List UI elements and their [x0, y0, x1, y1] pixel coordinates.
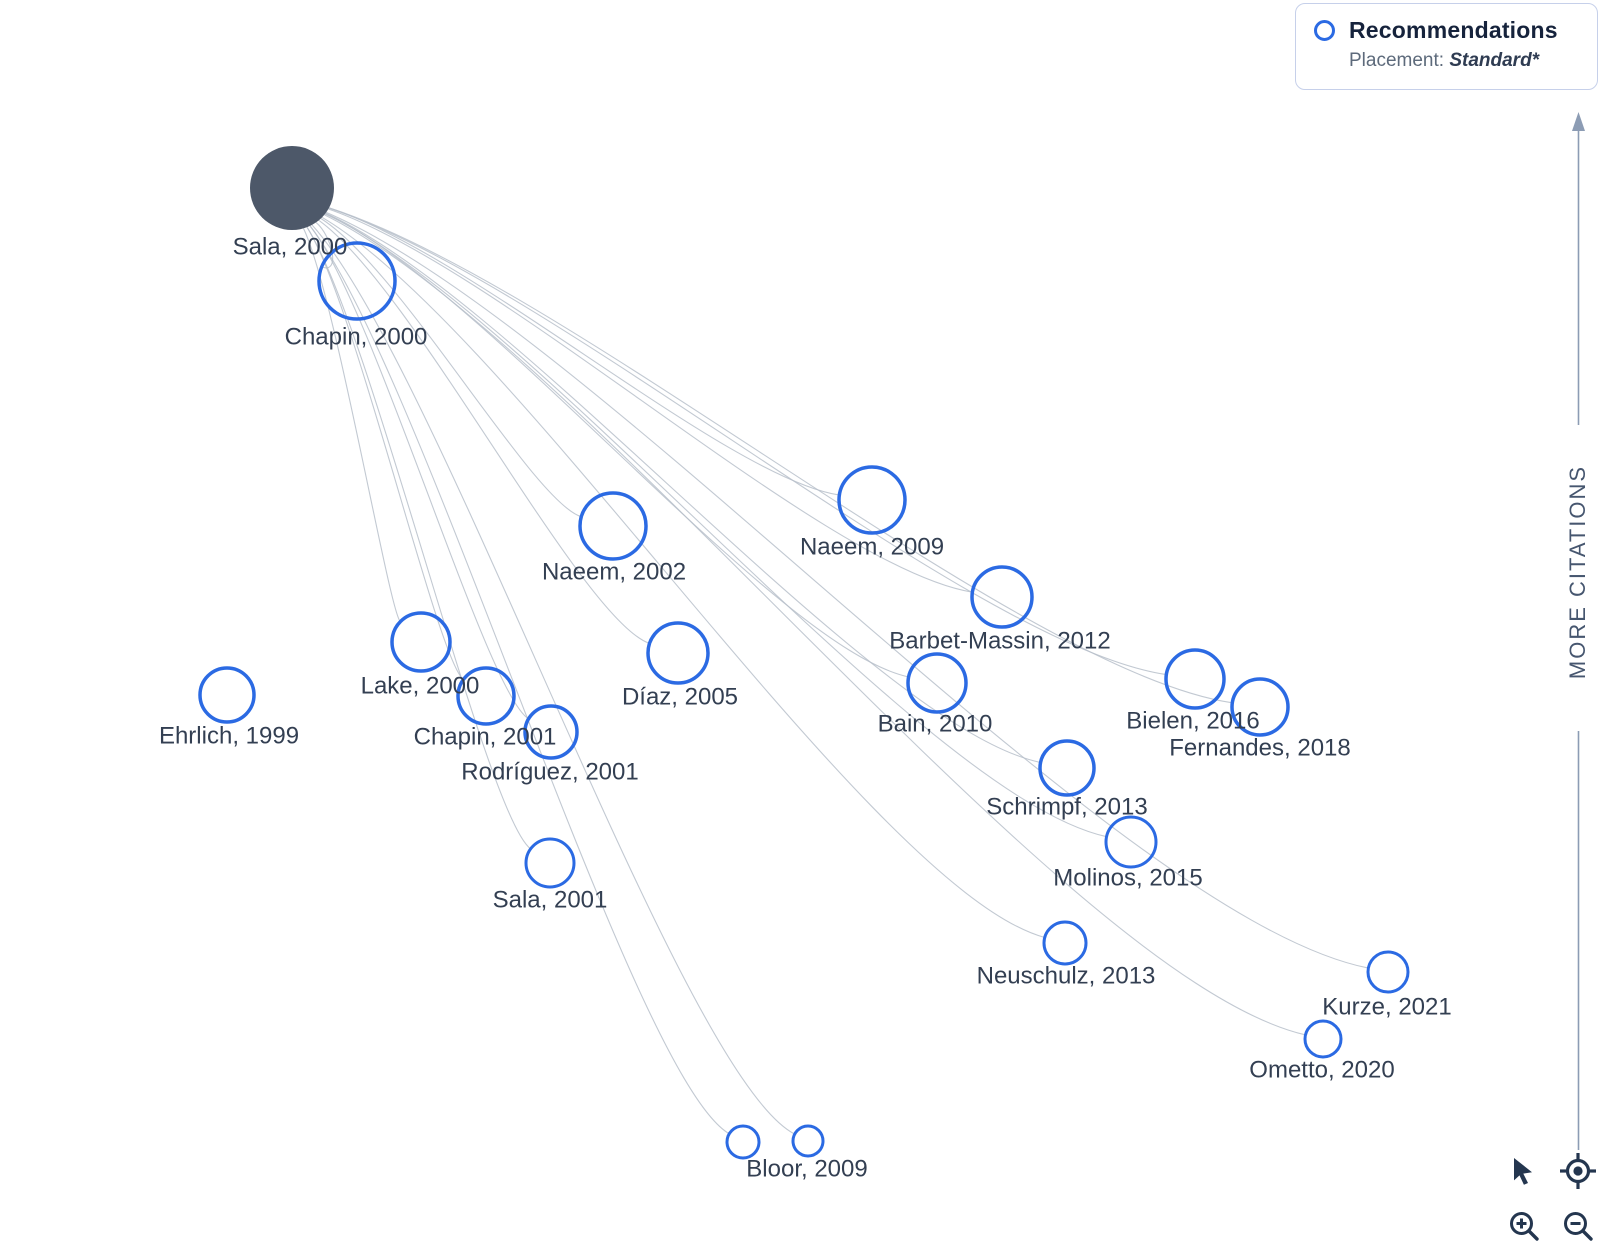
node-label-naeem-2009[interactable]: Naeem, 2009	[800, 534, 944, 561]
node-fernandes-2018[interactable]	[1230, 677, 1290, 737]
legend-placement: Placement: Standard*	[1349, 50, 1558, 72]
node-chapin-2000[interactable]	[317, 241, 397, 321]
magnifier-plus-icon	[1510, 1212, 1539, 1241]
citation-edge-neuschulz-2013	[321, 216, 1045, 939]
node-label-diaz-2005[interactable]: Díaz, 2005	[622, 684, 738, 711]
node-label-chapin-2001[interactable]: Chapin, 2001	[414, 724, 557, 751]
node-label-schrimpf-2013[interactable]: Schrimpf, 2013	[986, 794, 1147, 821]
citation-edge-schrimpf-2013	[325, 212, 1041, 764]
nodes-layer	[198, 146, 1410, 1160]
citation-edge-naeem-2002	[320, 218, 582, 518]
citation-edge-sala-2001	[306, 226, 531, 850]
citation-edge-barbet-massin-2012	[328, 208, 973, 593]
node-label-bain-2010[interactable]: Bain, 2010	[878, 711, 993, 738]
legend-text: Recommendations Placement: Standard*	[1349, 17, 1558, 72]
magnifier-minus-icon	[1564, 1212, 1593, 1241]
node-kurze-2021[interactable]	[1366, 950, 1410, 994]
zoom-in-button[interactable]	[1504, 1206, 1544, 1246]
citation-edge-molinos-2015	[324, 213, 1107, 838]
legend-placement-value: Standard*	[1449, 50, 1540, 71]
node-naeem-2002[interactable]	[578, 491, 648, 561]
node-label-fernandes-2018[interactable]: Fernandes, 2018	[1169, 735, 1350, 762]
node-molinos-2015[interactable]	[1104, 815, 1158, 869]
node-label-chapin-2000[interactable]: Chapin, 2000	[285, 324, 428, 351]
citation-edge-chapin-2001	[306, 226, 464, 680]
node-label-kurze-2021[interactable]: Kurze, 2021	[1322, 994, 1451, 1021]
node-label-bielen-2016[interactable]: Bielen, 2016	[1126, 708, 1259, 735]
citation-edge-diaz-2005	[318, 219, 650, 644]
select-tool-button[interactable]	[1503, 1151, 1543, 1191]
cursor-icon	[1514, 1158, 1532, 1185]
node-diaz-2005[interactable]	[646, 621, 710, 685]
node-label-bloor-2009[interactable]: Bloor, 2009	[746, 1156, 867, 1183]
node-neuschulz-2013[interactable]	[1042, 920, 1088, 966]
citation-edge-fernandes-2018	[328, 207, 1233, 704]
node-label-molinos-2015[interactable]: Molinos, 2015	[1053, 865, 1202, 892]
node-barbet-massin-2012[interactable]	[970, 565, 1034, 629]
node-sala-2001[interactable]	[524, 837, 576, 889]
node-naeem-2009[interactable]	[837, 465, 907, 535]
node-label-neuschulz-2013[interactable]: Neuschulz, 2013	[977, 963, 1156, 990]
node-label-rodriguez-2001[interactable]: Rodríguez, 2001	[461, 759, 638, 786]
node-unlabeled-node[interactable]	[725, 1124, 761, 1160]
citation-edge-unlabeled-node	[309, 225, 730, 1135]
node-bloor-2009[interactable]	[791, 1124, 825, 1158]
node-label-barbet-massin-2012[interactable]: Barbet-Massin, 2012	[889, 628, 1110, 655]
legend-placement-label: Placement:	[1349, 50, 1445, 71]
citation-edge-kurze-2021	[325, 211, 1369, 969]
node-label-ometto-2020[interactable]: Ometto, 2020	[1249, 1057, 1394, 1084]
citation-edge-ometto-2020	[324, 214, 1306, 1036]
node-bielen-2016[interactable]	[1164, 648, 1226, 710]
edges-layer	[303, 207, 1369, 1135]
node-chapin-2001[interactable]	[456, 666, 516, 726]
node-label-sala-2000[interactable]: Sala, 2000	[233, 234, 348, 261]
citation-edge-bielen-2016	[328, 207, 1167, 676]
node-label-naeem-2002[interactable]: Naeem, 2002	[542, 559, 686, 586]
axis-arrowhead-icon	[1572, 112, 1585, 131]
legend-title: Recommendations	[1349, 17, 1558, 43]
axis-label: MORE CITATIONS	[1565, 464, 1590, 680]
citation-edge-bain-2010	[325, 213, 909, 678]
crosshair-icon	[1560, 1153, 1596, 1189]
citation-edge-lake-2000	[303, 228, 401, 622]
recenter-button[interactable]	[1558, 1151, 1598, 1191]
node-sala-2000[interactable]	[250, 146, 334, 230]
node-lake-2000[interactable]	[390, 611, 452, 673]
zoom-out-button[interactable]	[1558, 1206, 1598, 1246]
citations-axis	[1572, 112, 1585, 1150]
node-label-ehrlich-1999[interactable]: Ehrlich, 1999	[159, 723, 299, 750]
citation-edge-rodriguez-2001	[309, 225, 529, 720]
node-bain-2010[interactable]	[906, 652, 968, 714]
node-label-lake-2000[interactable]: Lake, 2000	[361, 673, 480, 700]
node-label-sala-2001[interactable]: Sala, 2001	[493, 887, 608, 914]
node-ehrlich-1999[interactable]	[198, 666, 256, 724]
node-ometto-2020[interactable]	[1303, 1019, 1343, 1059]
citation-edge-bloor-2009	[311, 224, 795, 1135]
recommendation-ring-icon	[1314, 20, 1335, 41]
node-schrimpf-2013[interactable]	[1038, 739, 1096, 797]
node-rodriguez-2001[interactable]	[523, 704, 579, 760]
citation-edge-naeem-2009	[328, 207, 840, 496]
legend-card: Recommendations Placement: Standard*	[1295, 3, 1598, 90]
